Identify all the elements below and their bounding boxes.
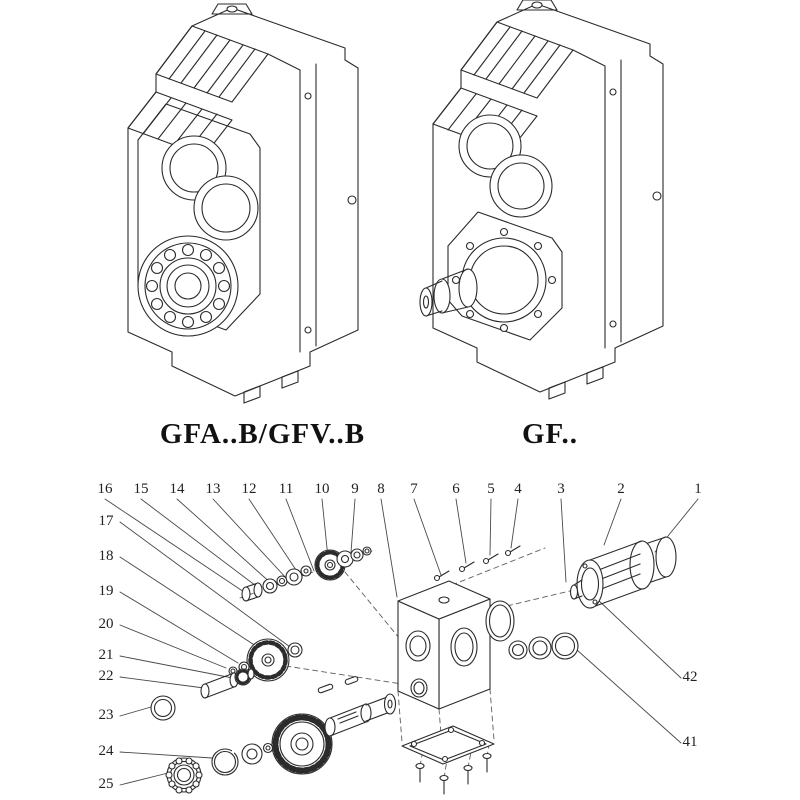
callout-3: 3 <box>557 481 565 497</box>
callout-2: 2 <box>617 481 625 497</box>
part-adapter-rings <box>485 600 579 660</box>
figure-label-right: GF.. <box>521 418 579 450</box>
callout-20: 20 <box>98 616 114 632</box>
part-input-shaft-assembly <box>241 546 372 602</box>
leader-lines <box>104 498 699 786</box>
part-seal-ring <box>150 695 176 721</box>
callout-15: 15 <box>133 481 149 497</box>
figure-label-left: GFA..B/GFV..B <box>159 418 366 450</box>
callout-6: 6 <box>452 481 460 497</box>
callout-23: 23 <box>98 707 114 723</box>
callout-24: 24 <box>98 743 114 759</box>
gearbox-right-drawing <box>419 0 664 400</box>
part-output-gear-shaft <box>165 693 397 794</box>
callout-25: 25 <box>98 776 114 792</box>
part-motor-assembly <box>569 536 677 609</box>
callout-21: 21 <box>98 647 114 663</box>
callout-42: 42 <box>682 669 698 685</box>
callout-14: 14 <box>169 481 185 497</box>
callout-9: 9 <box>351 481 359 497</box>
callout-5: 5 <box>487 481 495 497</box>
callout-12: 12 <box>241 481 257 497</box>
callout-10: 10 <box>314 481 330 497</box>
gearbox-left-drawing <box>127 3 359 404</box>
part-base-plate <box>401 725 495 795</box>
callout-1: 1 <box>694 481 702 497</box>
callout-13: 13 <box>205 481 221 497</box>
callout-41: 41 <box>682 734 698 750</box>
callout-11: 11 <box>278 481 294 497</box>
callout-22: 22 <box>98 668 114 684</box>
callout-8: 8 <box>377 481 385 497</box>
part-housing <box>397 580 491 710</box>
part-keys <box>317 676 359 694</box>
part-fastener-screws <box>433 545 521 582</box>
callout-7: 7 <box>410 481 418 497</box>
exploded-view-drawing <box>104 498 699 795</box>
callout-18: 18 <box>98 548 114 564</box>
callout-17: 17 <box>98 513 114 529</box>
callout-19: 19 <box>98 583 114 599</box>
callout-4: 4 <box>514 481 522 497</box>
part-intermediate-gear-cluster <box>200 638 303 699</box>
callout-16: 16 <box>97 481 113 497</box>
